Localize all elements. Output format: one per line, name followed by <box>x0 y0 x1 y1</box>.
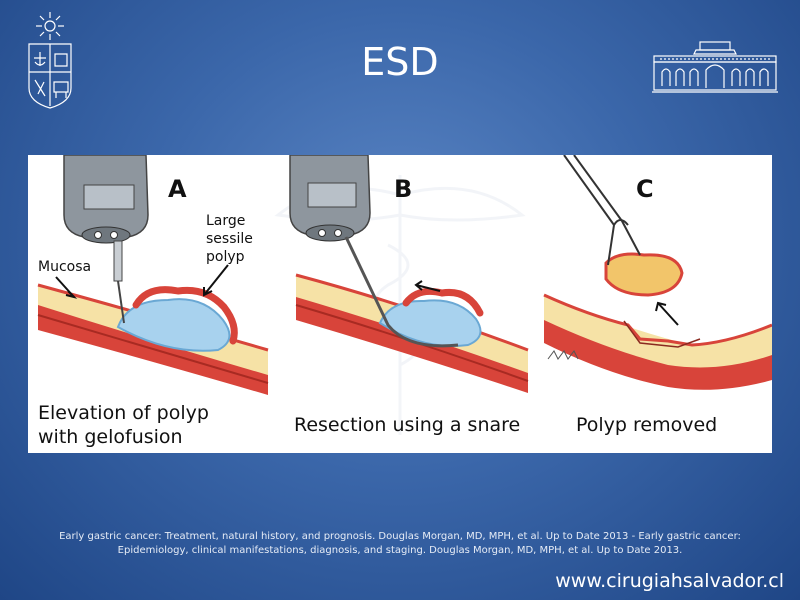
panel-a-letter: A <box>168 175 187 203</box>
esd-illustration: A Mucosa Large sessile polyp Elevation o… <box>37 155 772 448</box>
panel-a-caption-line2: with gelofusion <box>38 426 183 448</box>
panel-c-caption: Polyp removed <box>576 414 717 436</box>
esd-illustration-figure: A Mucosa Large sessile polyp Elevation o… <box>28 155 772 453</box>
website-url: www.cirugiahsalvador.cl <box>555 570 784 592</box>
endoscope-a <box>63 155 149 324</box>
panel-a: A Mucosa Large sessile polyp Elevation o… <box>37 155 269 448</box>
reference-citation: Early gastric cancer: Treatment, natural… <box>59 531 741 556</box>
polyp-label-line2: sessile <box>206 231 253 247</box>
panel-a-caption-line1: Elevation of polyp <box>38 402 209 424</box>
polyp-label-line3: polyp <box>206 249 245 265</box>
university-crest-logo <box>28 12 72 109</box>
panel-b: B Resection using a snare <box>289 155 529 436</box>
polyp-arrow <box>203 264 229 296</box>
panel-c-letter: C <box>636 175 654 203</box>
endoscope-b <box>289 155 459 348</box>
snare-arrow <box>415 284 441 292</box>
panel-b-caption: Resection using a snare <box>294 414 520 436</box>
polyp-label-line1: Large <box>206 213 245 229</box>
panel-b-letter: B <box>394 175 412 203</box>
mucosa-label: Mucosa <box>38 259 91 275</box>
clip-marks <box>547 350 579 360</box>
panel-c: C Polyp removed <box>543 155 772 436</box>
removal-arrow <box>657 302 679 326</box>
grasper-c <box>563 155 641 266</box>
slide-title: ESD <box>361 40 439 84</box>
hospital-building-logo <box>652 41 778 93</box>
